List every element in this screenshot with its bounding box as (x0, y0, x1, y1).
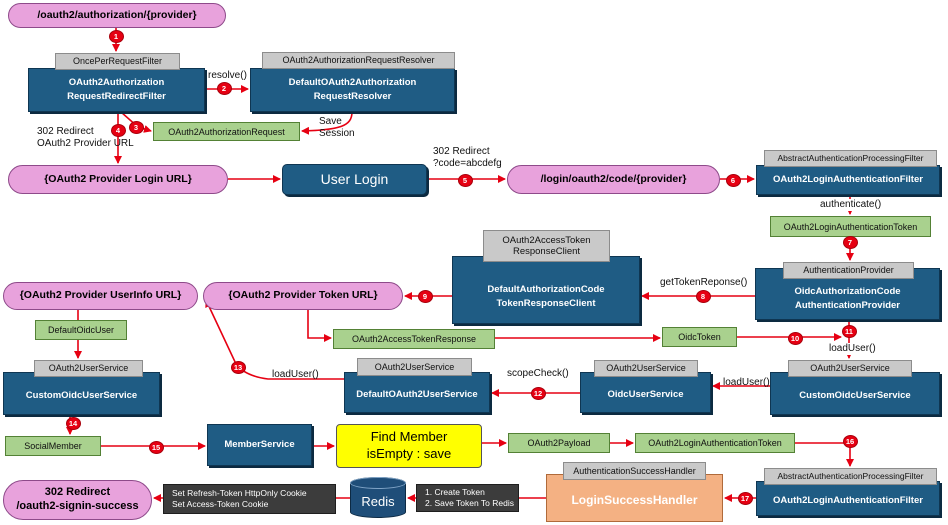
request-resolver-node: DefaultOAuth2Authorization RequestResolv… (250, 68, 455, 112)
step-badge-9: 9 (417, 289, 433, 303)
redis-label: Redis (361, 493, 395, 509)
provider-userinfo-url-node: {OAuth2 Provider UserInfo URL} (3, 282, 198, 310)
access-token-response-node: OAuth2AccessTokenResponse (333, 329, 495, 349)
token-note: 1. Create Token 2. Save Token To Redis (416, 484, 519, 512)
login-auth-token-node: OAuth2LoginAuthenticationToken (770, 216, 931, 237)
step-badge-16: 16 (842, 434, 858, 448)
authorization-request-node: OAuth2AuthorizationRequest (153, 122, 300, 141)
load-user-default-label: loadUser() (272, 369, 319, 380)
success-handler-type-label: AuthenticationSuccessHandler (563, 462, 706, 480)
member-service-node: MemberService (207, 424, 312, 466)
get-token-response-label: getTokenReponse() (660, 277, 748, 288)
arrow-load-user-userinfo (205, 299, 344, 380)
provider-token-url-node: {OAuth2 Provider Token URL} (203, 282, 403, 310)
auth-provider-type-label: AuthenticationProvider (783, 262, 914, 279)
custom-oidc-service-right-type-label: OAuth2UserService (788, 360, 912, 377)
arrow-token-url-to-response (307, 310, 332, 342)
scope-check-label: scopeCheck() (507, 368, 569, 379)
redirect-filter-node: OAuth2Authorization RequestRedirectFilte… (28, 68, 205, 112)
redirect-provider-label: 302 Redirect OAuth2 Provider URL (37, 126, 134, 149)
oidc-token-node: OidcToken (662, 327, 737, 347)
custom-oidc-service-right-node: CustomOidcUserService (770, 372, 940, 415)
step-badge-1: 1 (108, 29, 124, 43)
oauth2-payload-node: OAuth2Payload (508, 433, 610, 453)
save-session-label: Save Session (319, 116, 355, 139)
signin-success-redirect-node: 302 Redirect /oauth2-signin-success (3, 480, 152, 520)
token-client-node: DefaultAuthorizationCode TokenResponseCl… (452, 256, 640, 324)
custom-oidc-service-left-type-label: OAuth2UserService (34, 360, 143, 377)
redirect-code-label: 302 Redirect ?code=abcdefg (433, 146, 502, 169)
request-resolver-type-label: OAuth2AuthorizationRequestResolver (262, 52, 455, 69)
custom-oidc-service-left-node: CustomOidcUserService (3, 372, 160, 415)
step-badge-7: 7 (842, 235, 858, 249)
oidc-user-service-node: OidcUserService (580, 372, 711, 413)
resolve-label: resolve() (208, 70, 247, 81)
default-oidc-user-node: DefaultOidcUser (35, 320, 127, 340)
step-badge-3: 3 (128, 120, 144, 134)
user-login-node: User Login (282, 164, 427, 195)
success-filter-node: OAuth2LoginAuthenticationFilter (756, 481, 940, 516)
authorization-endpoint-node: /oauth2/authorization/{provider} (8, 3, 226, 28)
authenticate-label: authenticate() (819, 199, 883, 211)
provider-login-url-node: {OAuth2 Provider Login URL} (8, 165, 228, 194)
login-filter-node: OAuth2LoginAuthenticationFilter (756, 165, 940, 195)
default-user-service-type-label: OAuth2UserService (357, 358, 472, 376)
step-badge-14: 14 (65, 416, 81, 430)
step-badge-4: 4 (110, 123, 126, 137)
step-badge-12: 12 (530, 386, 546, 400)
oidc-user-service-type-label: OAuth2UserService (594, 360, 698, 377)
find-member-node: Find Member isEmpty : save (336, 424, 482, 468)
login-code-url-node: /login/oauth2/code/{provider} (507, 165, 720, 194)
arrow-save-session (301, 111, 353, 135)
step-badge-10: 10 (787, 331, 803, 345)
step-badge-17: 17 (737, 491, 753, 505)
step-badge-8: 8 (695, 289, 711, 303)
token-client-type-label: OAuth2AccessToken ResponseClient (483, 230, 610, 262)
redis-cylinder-icon: Redis (350, 477, 406, 518)
success-filter-type-label: AbstractAuthenticationProcessingFilter (764, 468, 937, 485)
step-badge-15: 15 (148, 440, 164, 454)
load-user-oidc-label: loadUser() (723, 377, 770, 388)
success-handler-node: LoginSuccessHandler (546, 474, 723, 522)
load-user-provider-label: loadUser() (828, 343, 877, 355)
step-badge-6: 6 (725, 173, 741, 187)
redirect-filter-type-label: OncePerRequestFilter (55, 53, 180, 70)
social-member-node: SocialMember (5, 436, 101, 456)
step-badge-5: 5 (457, 173, 473, 187)
login-auth-token-bottom-node: OAuth2LoginAuthenticationToken (635, 433, 795, 453)
login-filter-type-label: AbstractAuthenticationProcessingFilter (764, 150, 937, 167)
cookie-note: Set Refresh-Token HttpOnly Cookie Set Ac… (163, 484, 336, 514)
default-user-service-node: DefaultOAuth2UserService (344, 372, 490, 413)
arrow-token-to-success-filter (795, 442, 854, 467)
step-badge-13: 13 (230, 360, 246, 374)
step-badge-11: 11 (841, 324, 857, 338)
step-badge-2: 2 (216, 81, 232, 95)
